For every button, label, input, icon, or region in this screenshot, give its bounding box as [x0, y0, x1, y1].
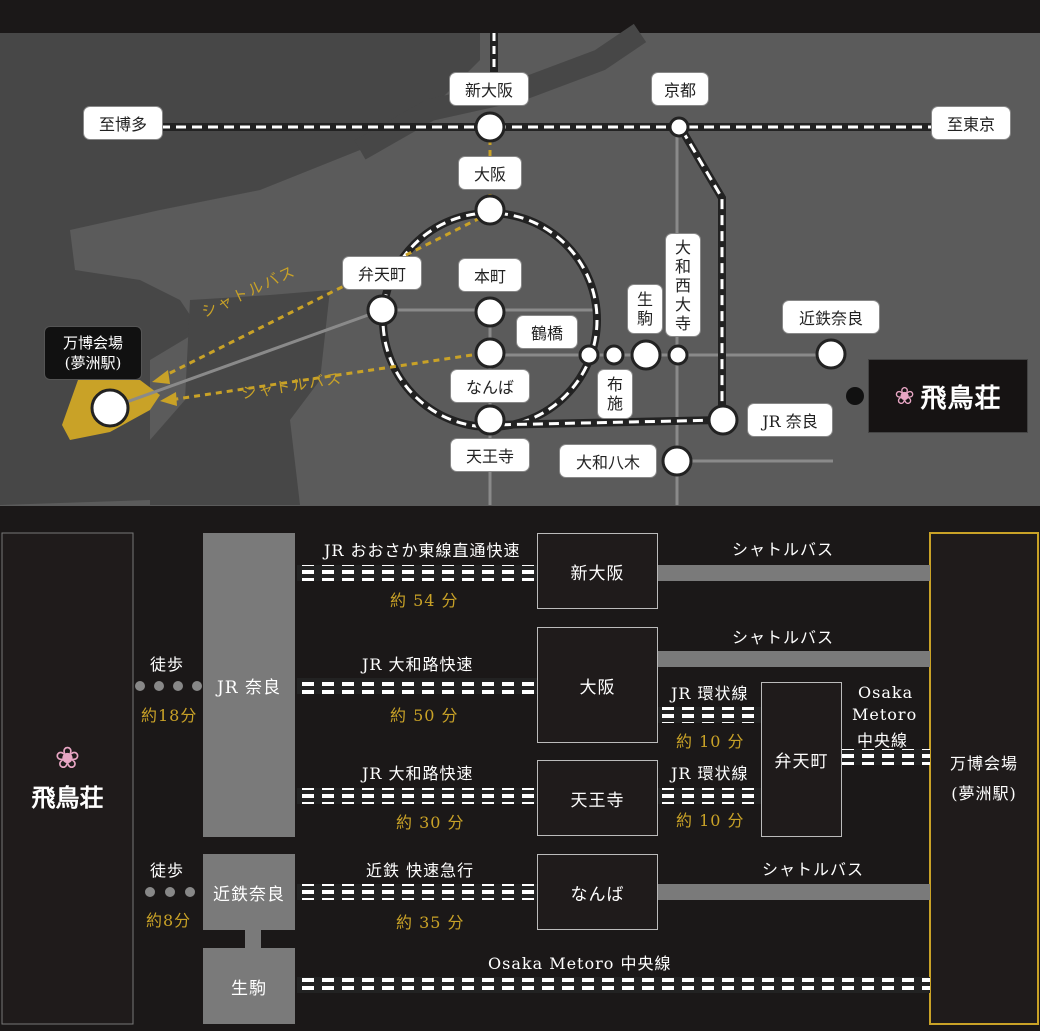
tennoji-box: 天王寺 — [537, 760, 658, 836]
route5-name: Osaka Metoro 中央線 — [488, 954, 672, 973]
label-namba: なんば — [451, 370, 529, 402]
shuttle1-label: シャトルバス — [732, 540, 835, 559]
walk2-time: 約8分 — [146, 911, 192, 930]
label-kyoto: 京都 — [652, 73, 708, 105]
loop1-name: JR 環状線 — [671, 684, 749, 703]
ikoma-box: 生駒 — [203, 948, 295, 1024]
station-fuse-a — [578, 344, 600, 366]
route1-time: 約 54 分 — [390, 591, 459, 610]
station-fuse-b — [603, 344, 625, 366]
route1-name: JR おおさか東線直通快速 — [324, 541, 521, 560]
walk-dots-2 — [145, 887, 195, 897]
station-tsuruhashi — [474, 337, 506, 369]
label-kintetsu-nara: 近鉄奈良 — [783, 301, 879, 333]
station-yamato-saidaiji — [667, 344, 689, 366]
label-shin-osaka: 新大阪 — [450, 73, 528, 105]
destination-line-2: (夢洲駅) — [951, 783, 1017, 803]
shuttle2-label: シャトルバス — [732, 628, 835, 647]
origin-logo: ❀ 飛鳥荘 — [2, 533, 133, 1024]
route3-name: JR 大和路快速 — [362, 764, 474, 783]
hotel-logo-text: 飛鳥荘 — [920, 383, 1002, 414]
train-bars — [297, 565, 930, 993]
walk2-label: 徒歩 — [150, 861, 185, 880]
label-yamato-saidaiji: 大和西大寺 — [666, 234, 700, 336]
origin-panel — [1, 532, 134, 1025]
namba-box: なんば — [537, 854, 658, 930]
metro-name-2: Metoro — [852, 705, 918, 724]
route4-time: 約 35 分 — [396, 913, 465, 932]
loop1-time: 約 10 分 — [676, 732, 745, 751]
label-honmachi: 本町 — [459, 259, 521, 291]
kintetsu-ikoma-connector — [245, 930, 261, 948]
destination-line-1: 万博会場 — [949, 753, 1018, 773]
walk1-label: 徒歩 — [150, 655, 185, 674]
shuttle-arrowhead-2 — [160, 392, 177, 406]
label-to-tokyo: 至東京 — [932, 107, 1010, 139]
route2-time: 約 50 分 — [390, 706, 459, 725]
bentencho-box: 弁天町 — [761, 682, 842, 837]
station-jr-nara — [707, 404, 739, 436]
label-jr-nara: JR 奈良 — [748, 404, 832, 436]
label-yamato-yagi: 大和八木 — [560, 445, 656, 477]
station-expo — [90, 388, 130, 428]
station-osaka — [474, 194, 506, 226]
loop2-time: 約 10 分 — [676, 811, 745, 830]
hotel-logo-map: ❀ 飛鳥荘 — [868, 359, 1028, 433]
shuttle3-label: シャトルバス — [762, 860, 865, 879]
shin-osaka-box: 新大阪 — [537, 533, 658, 609]
loop2-name: JR 環状線 — [671, 764, 749, 783]
route4-name: 近鉄 快速急行 — [366, 861, 475, 880]
walk1-time: 約18分 — [141, 706, 198, 725]
jr-nara-box: JR 奈良 — [203, 533, 295, 837]
walk-dots-1 — [135, 681, 202, 691]
route3-time: 約 30 分 — [396, 813, 465, 832]
destination-label: 万博会場 (夢洲駅) — [930, 533, 1038, 1024]
label-fuse: 布施 — [598, 370, 632, 418]
route2-name: JR 大和路快速 — [362, 655, 474, 674]
shuttle-bars — [658, 565, 930, 900]
origin-logo-text: 飛鳥荘 — [31, 783, 104, 812]
station-honmachi — [474, 296, 506, 328]
metro-name-3: 中央線 — [857, 731, 909, 750]
label-tsuruhashi: 鶴橋 — [517, 316, 577, 348]
label-expo: 万博会場(夢洲駅) — [44, 326, 142, 380]
kintetsu-nara-box: 近鉄奈良 — [203, 854, 295, 930]
label-to-hakata: 至博多 — [84, 107, 162, 139]
label-osaka: 大阪 — [459, 157, 521, 189]
label-ikoma: 生駒 — [628, 285, 662, 333]
lotus-icon: ❀ — [894, 382, 915, 410]
shuttle-arrowhead-1 — [152, 370, 170, 384]
shuttle-arrows — [159, 211, 491, 402]
station-yamato-yagi — [661, 445, 693, 477]
hotel-location-dot — [846, 387, 864, 405]
destination-panel — [929, 532, 1039, 1025]
station-ikoma — [630, 339, 662, 371]
station-tennoji — [474, 404, 506, 436]
station-kintetsu-nara — [815, 338, 847, 370]
label-bentencho: 弁天町 — [343, 257, 421, 289]
station-bentencho — [366, 294, 398, 326]
station-kyoto — [668, 116, 690, 138]
osaka-box: 大阪 — [537, 627, 658, 743]
metro-name-1: Osaka — [858, 683, 914, 702]
station-shin-osaka — [474, 111, 506, 143]
lotus-icon: ❀ — [54, 741, 81, 776]
label-tennoji: 天王寺 — [451, 439, 529, 471]
